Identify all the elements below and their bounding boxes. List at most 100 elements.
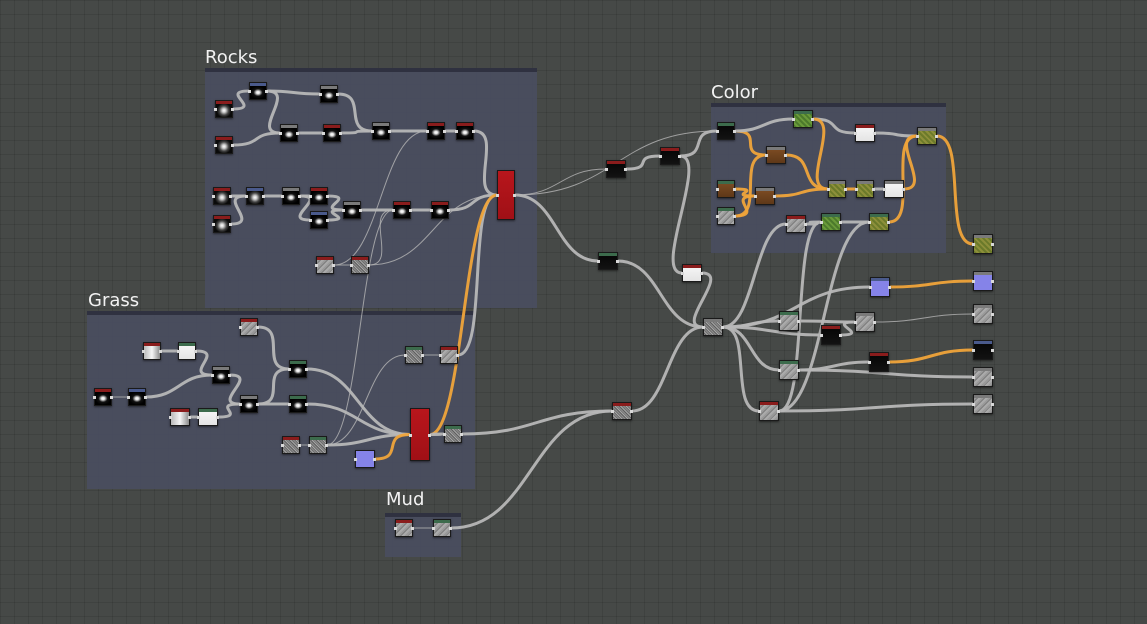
input-pin[interactable] xyxy=(248,90,251,93)
output-pin[interactable] xyxy=(411,527,414,530)
input-pin[interactable] xyxy=(409,433,412,437)
input-pin[interactable] xyxy=(868,361,871,364)
output-pin[interactable] xyxy=(797,320,800,323)
blend-node-node[interactable] xyxy=(409,408,431,461)
output-pin[interactable] xyxy=(902,188,905,191)
input-pin[interactable] xyxy=(972,313,975,316)
frame-title-grass[interactable]: Grass xyxy=(88,290,140,311)
gray-texture-node[interactable] xyxy=(854,312,876,332)
green-color-node[interactable] xyxy=(820,213,842,231)
radial-gradient-node[interactable] xyxy=(214,100,234,118)
input-pin[interactable] xyxy=(439,354,442,357)
input-pin[interactable] xyxy=(827,188,830,191)
gray-texture-node[interactable] xyxy=(972,367,994,387)
output-pin[interactable] xyxy=(296,132,299,135)
output-pin[interactable] xyxy=(194,350,197,353)
input-pin[interactable] xyxy=(177,350,180,353)
radial-gradient-node[interactable] xyxy=(214,136,234,154)
output-pin[interactable] xyxy=(231,144,234,147)
input-pin[interactable] xyxy=(279,132,282,135)
grayscale-noise-node[interactable] xyxy=(308,436,328,454)
input-pin[interactable] xyxy=(758,410,761,413)
input-pin[interactable] xyxy=(309,219,312,222)
input-pin[interactable] xyxy=(211,374,214,377)
input-pin[interactable] xyxy=(496,194,499,197)
input-pin[interactable] xyxy=(354,458,357,461)
input-pin[interactable] xyxy=(869,286,872,289)
black-mask-node[interactable] xyxy=(281,187,301,205)
output-pin[interactable] xyxy=(339,132,342,135)
output-pin[interactable] xyxy=(811,118,814,121)
gray-texture-node[interactable] xyxy=(716,207,736,225)
input-pin[interactable] xyxy=(754,195,757,198)
black-mask-node[interactable] xyxy=(127,388,147,406)
black-mask-node[interactable] xyxy=(426,122,446,140)
output-pin[interactable] xyxy=(721,326,724,329)
output-pin[interactable] xyxy=(991,349,994,352)
input-pin[interactable] xyxy=(716,188,719,191)
input-pin[interactable] xyxy=(972,349,975,352)
black-mask-node[interactable] xyxy=(248,82,268,100)
radial-gradient-node[interactable] xyxy=(245,187,265,205)
grayscale-noise-node[interactable] xyxy=(404,346,424,364)
output-pin[interactable] xyxy=(256,403,259,406)
output-pin[interactable] xyxy=(144,396,147,399)
grayscale-noise-node[interactable] xyxy=(702,318,724,336)
gray-texture-node[interactable] xyxy=(785,215,807,233)
uniform-color-node[interactable] xyxy=(869,277,891,297)
input-pin[interactable] xyxy=(972,376,975,379)
input-pin[interactable] xyxy=(212,195,215,198)
output-pin[interactable] xyxy=(733,188,736,191)
output-pin[interactable] xyxy=(262,195,265,198)
output-pin[interactable] xyxy=(887,361,890,364)
white-fill-node[interactable] xyxy=(854,124,876,142)
gray-texture-node[interactable] xyxy=(315,256,335,274)
olive-color-node[interactable] xyxy=(916,127,938,145)
output-pin[interactable] xyxy=(159,350,162,353)
input-pin[interactable] xyxy=(169,416,172,419)
white-fill-node[interactable] xyxy=(681,264,703,282)
gray-texture-node[interactable] xyxy=(758,401,780,421)
input-pin[interactable] xyxy=(597,260,600,263)
input-pin[interactable] xyxy=(371,130,374,133)
input-pin[interactable] xyxy=(611,410,614,413)
output-pin[interactable] xyxy=(388,130,391,133)
dark-color-node[interactable] xyxy=(820,325,842,345)
input-pin[interactable] xyxy=(854,321,857,324)
frame-title-rocks[interactable]: Rocks xyxy=(205,47,258,68)
output-pin[interactable] xyxy=(428,433,431,437)
olive-color-node[interactable] xyxy=(868,213,890,231)
gray-texture-node[interactable] xyxy=(972,304,994,324)
grayscale-noise-node[interactable] xyxy=(611,402,633,420)
output-pin[interactable] xyxy=(447,209,450,212)
input-pin[interactable] xyxy=(319,93,322,96)
gray-texture-node[interactable] xyxy=(778,360,800,380)
input-pin[interactable] xyxy=(430,209,433,212)
brown-color-node[interactable] xyxy=(754,187,776,205)
input-pin[interactable] xyxy=(605,168,608,171)
brown-color-node[interactable] xyxy=(716,180,736,198)
input-pin[interactable] xyxy=(214,144,217,147)
output-pin[interactable] xyxy=(797,369,800,372)
white-fill-node[interactable] xyxy=(883,180,905,198)
input-pin[interactable] xyxy=(142,350,145,353)
output-pin[interactable] xyxy=(513,194,516,197)
output-pin[interactable] xyxy=(991,243,994,246)
input-pin[interactable] xyxy=(288,403,291,406)
black-mask-node[interactable] xyxy=(342,201,362,219)
input-pin[interactable] xyxy=(127,396,130,399)
output-pin[interactable] xyxy=(460,433,463,436)
input-pin[interactable] xyxy=(778,369,781,372)
output-pin[interactable] xyxy=(991,376,994,379)
output-pin[interactable] xyxy=(873,321,876,324)
output-pin[interactable] xyxy=(336,93,339,96)
input-pin[interactable] xyxy=(212,223,215,226)
input-pin[interactable] xyxy=(315,264,318,267)
output-pin[interactable] xyxy=(784,154,787,157)
output-pin[interactable] xyxy=(733,130,736,133)
gray-texture-node[interactable] xyxy=(239,318,259,336)
input-pin[interactable] xyxy=(916,135,919,138)
linear-gradient-node[interactable] xyxy=(169,408,191,426)
output-pin[interactable] xyxy=(777,410,780,413)
output-pin[interactable] xyxy=(305,403,308,406)
